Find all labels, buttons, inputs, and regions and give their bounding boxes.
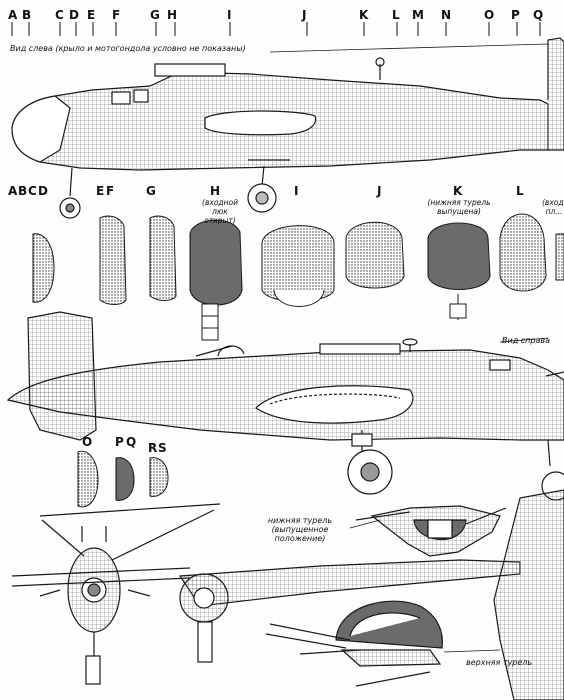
section-label-D: D xyxy=(38,184,48,198)
upper-turret-detail xyxy=(265,600,443,687)
station-label-G: G xyxy=(150,8,160,22)
station-label-H: H xyxy=(167,8,178,22)
section-label-S-lower: S xyxy=(158,441,167,455)
caption-upper-turret-detail: верхняя турель xyxy=(466,658,533,667)
right-side-view-fuselage xyxy=(6,311,564,441)
station-ticks xyxy=(11,22,541,36)
station-label-J: J xyxy=(302,8,307,22)
caption-edge-cut: (вход... пл... xyxy=(542,198,564,216)
caption-entry-hatch: (входной люк открыт) xyxy=(202,198,238,225)
section-label-A: A xyxy=(8,184,18,198)
station-label-M: M xyxy=(412,8,424,22)
front-view xyxy=(11,503,221,685)
lower-turret-detail xyxy=(355,505,507,557)
section-label-Q-lower: Q xyxy=(126,435,137,449)
section-label-R-lower: R xyxy=(148,441,158,455)
station-label-F: F xyxy=(112,8,121,22)
station-label-A: A xyxy=(8,8,18,22)
left-side-view-fuselage xyxy=(11,37,564,171)
section-label-F: F xyxy=(106,184,115,198)
station-label-B: B xyxy=(22,8,32,22)
left-view-landing-gear xyxy=(59,165,277,219)
station-label-D: D xyxy=(69,8,79,22)
station-label-O: O xyxy=(484,8,495,22)
section-label-H: H xyxy=(210,184,221,198)
caption-lower-turret-section: (нижняя турель выпущена) xyxy=(427,198,491,216)
caption-left-view: Вид слева (крыло и мотогондола условно н… xyxy=(10,44,246,53)
wing-engine-view xyxy=(178,559,521,663)
section-label-E: E xyxy=(96,184,105,198)
station-label-C: C xyxy=(55,8,64,22)
leader-lines xyxy=(269,43,549,653)
right-edge-wing-section xyxy=(493,489,564,700)
station-label-L: L xyxy=(392,8,400,22)
caption-lower-turret-detail: нижняя турель (выпущенное положение) xyxy=(267,516,333,543)
section-label-O-lower: O xyxy=(82,435,93,449)
right-view-landing-gear xyxy=(347,430,564,501)
lower-cross-sections xyxy=(77,450,169,508)
section-label-C: C xyxy=(28,184,37,198)
section-label-K: K xyxy=(453,184,463,198)
section-label-J: J xyxy=(377,184,382,198)
section-label-B: B xyxy=(18,184,28,198)
station-label-N: N xyxy=(441,8,452,22)
section-label-G: G xyxy=(146,184,156,198)
section-label-I: I xyxy=(294,184,299,198)
section-label-L: L xyxy=(516,184,524,198)
caption-right-view: Вид справа xyxy=(502,336,550,345)
station-label-P: P xyxy=(511,8,520,22)
station-label-E: E xyxy=(87,8,96,22)
station-label-Q: Q xyxy=(533,8,544,22)
section-label-P-lower: P xyxy=(115,435,124,449)
station-label-K: K xyxy=(359,8,369,22)
station-label-I: I xyxy=(227,8,232,22)
cross-sections-row xyxy=(32,213,564,341)
